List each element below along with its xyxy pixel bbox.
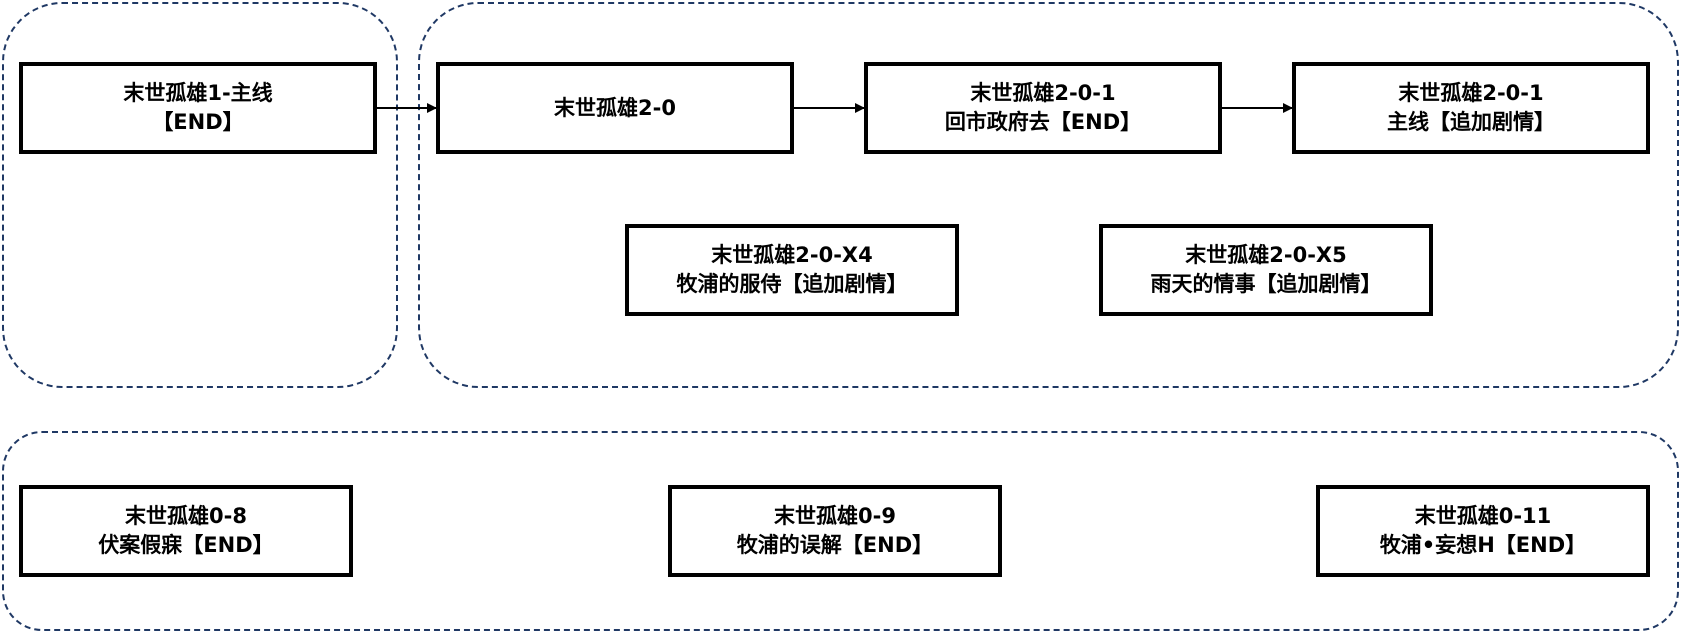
node-end-1-mainline[interactable]: 末世孤雄1-主线 【END】 <box>19 62 377 154</box>
node-2-0-x5[interactable]: 末世孤雄2-0-X5 雨天的情事【追加剧情】 <box>1099 224 1433 316</box>
node-subtitle: 牧浦的误解【END】 <box>736 533 934 557</box>
node-2-0-1-mainline[interactable]: 末世孤雄2-0-1 主线【追加剧情】 <box>1292 62 1650 154</box>
node-title: 末世孤雄2-0 <box>554 95 676 120</box>
node-subtitle: 牧浦•妄想H【END】 <box>1379 533 1587 557</box>
node-title: 末世孤雄2-0-1 <box>1398 81 1544 105</box>
node-0-9[interactable]: 末世孤雄0-9 牧浦的误解【END】 <box>668 485 1002 577</box>
node-subtitle: 伏案假寐【END】 <box>98 533 274 557</box>
node-subtitle: 雨天的情事【追加剧情】 <box>1150 272 1382 296</box>
node-title: 末世孤雄2-0-X4 <box>711 243 873 267</box>
group-route-1 <box>2 2 398 388</box>
node-0-11[interactable]: 末世孤雄0-11 牧浦•妄想H【END】 <box>1316 485 1650 577</box>
node-2-0[interactable]: 末世孤雄2-0 <box>436 62 794 154</box>
node-subtitle: 牧浦的服侍【追加剧情】 <box>676 272 908 296</box>
node-subtitle: 回市政府去【END】 <box>944 110 1142 134</box>
node-title: 末世孤雄2-0-X5 <box>1185 243 1347 267</box>
node-0-8[interactable]: 末世孤雄0-8 伏案假寐【END】 <box>19 485 353 577</box>
node-subtitle: 【END】 <box>152 110 244 134</box>
node-2-0-x4[interactable]: 末世孤雄2-0-X4 牧浦的服侍【追加剧情】 <box>625 224 959 316</box>
node-2-0-1-return[interactable]: 末世孤雄2-0-1 回市政府去【END】 <box>864 62 1222 154</box>
group-route-2 <box>418 2 1679 388</box>
node-title: 末世孤雄0-8 <box>125 504 247 528</box>
node-title: 末世孤雄1-主线 <box>123 81 273 105</box>
node-title: 末世孤雄0-9 <box>774 504 896 528</box>
node-title: 末世孤雄0-11 <box>1414 504 1552 528</box>
group-route-0 <box>2 431 1679 631</box>
node-subtitle: 主线【追加剧情】 <box>1387 110 1555 134</box>
node-title: 末世孤雄2-0-1 <box>970 81 1116 105</box>
